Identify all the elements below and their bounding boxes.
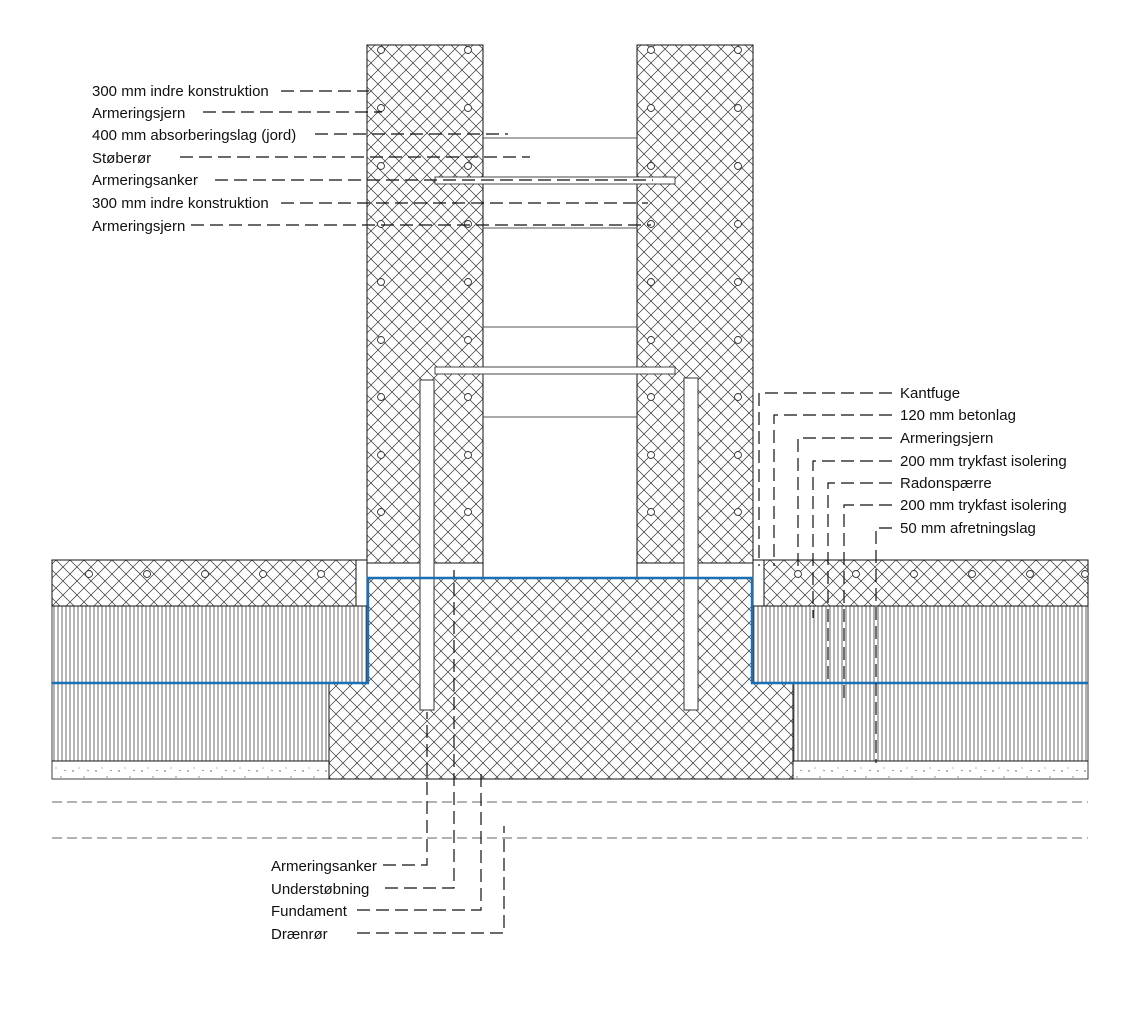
label-drain-pipe: Drænrør [271,926,328,943]
label-foundation: Fundament [271,903,348,920]
leader-rebar-right [797,437,892,572]
label-radon-barrier: Radonspærre [900,475,992,492]
left-concrete-slab [51,559,357,607]
slab-rebar-circles [85,570,1089,578]
wall-rebar-circles [377,46,742,516]
leader-edge-joint [758,392,892,566]
foundation [328,577,794,780]
leader-foundation [357,770,482,911]
leader-radon-barrier [827,482,892,683]
label-rebar-1: Armeringsjern [92,105,185,122]
label-leveling-layer: 50 mm afretningslag [900,520,1036,537]
label-inner-construction-1: 300 mm indre konstruktion [92,83,269,100]
anchor-rods [419,377,699,711]
label-rebar-right: Armeringsjern [900,430,993,447]
label-rebar-anchor-bottom: Armeringsanker [271,858,377,875]
label-inner-construction-2: 300 mm indre konstruktion [92,195,269,212]
labels-bottom: Armeringsanker Understøbning Fundament D… [271,570,505,943]
leader-pressure-insulation-2 [843,504,892,700]
leader-rebar-anchor-bottom [383,712,428,866]
label-concrete-layer: 120 mm betonlag [900,407,1016,424]
labels-right: Kantfuge 120 mm betonlag Armeringsjern 2… [758,385,1067,763]
drain-lines [52,801,1088,839]
radon-barrier-line [52,576,1088,685]
label-undercasting: Understøbning [271,881,369,898]
label-pressure-insulation-1: 200 mm trykfast isolering [900,453,1067,470]
label-edge-joint: Kantfuge [900,385,960,402]
leader-concrete-layer [773,414,892,566]
leader-leveling-layer [875,527,892,763]
label-pressure-insulation-2: 200 mm trykfast isolering [900,497,1067,514]
labels-left-top: 300 mm indre konstruktion Armeringsjern … [92,83,653,235]
right-edge-joint [752,559,765,607]
label-casting-pipe: Støberør [92,150,151,167]
right-insulation [752,605,1089,762]
leader-drain-pipe [357,826,505,934]
label-absorption-layer: 400 mm absorberingslag (jord) [92,127,296,144]
leader-undercasting [385,570,455,889]
label-rebar-anchor-top: Armeringsanker [92,172,198,189]
leveling-layer [51,760,1089,780]
left-insulation [51,605,368,762]
label-rebar-2: Armeringsjern [92,218,185,235]
left-edge-joint [355,559,368,607]
cavity-ties [483,137,637,418]
leader-pressure-insulation-1 [812,460,892,618]
